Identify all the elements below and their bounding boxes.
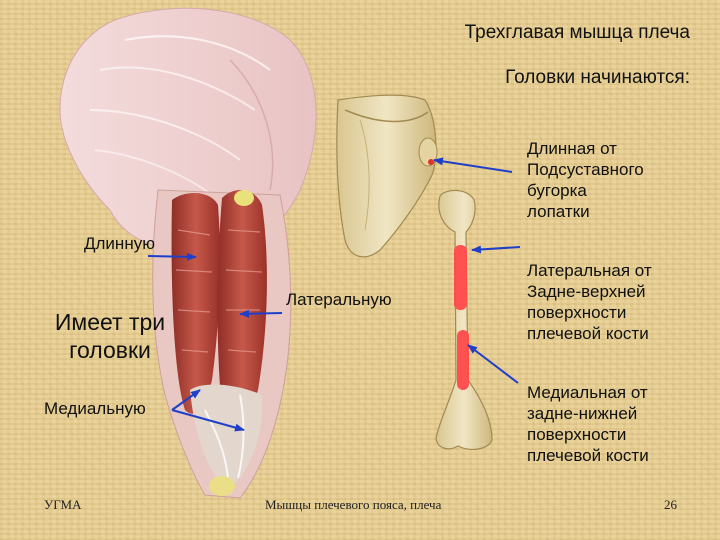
three-heads-label: Имеет три головки	[30, 308, 190, 364]
origin-line: плечевой кости	[527, 324, 649, 343]
origin-line: лопатки	[527, 202, 590, 221]
origin-line: Задне-верхней	[527, 282, 646, 301]
origin-line: поверхности	[527, 425, 627, 444]
origin-lateral-text: Латеральная от Задне-верхней поверхности…	[527, 260, 652, 344]
three-heads-line: Имеет три	[54, 309, 166, 335]
slide-title: Трехглавая мышца плеча	[464, 22, 690, 43]
footer-topic: Мышцы плечевого пояса, плеча	[265, 497, 442, 512]
origin-line: Подсуставного	[527, 160, 644, 179]
page-number: 26	[664, 497, 677, 512]
scapula	[336, 94, 438, 258]
origin-line: Длинная от	[527, 139, 617, 158]
head-lateral-label: Латеральную	[286, 290, 392, 309]
origin-line: Латеральная от	[527, 261, 652, 280]
arrows	[147, 157, 521, 432]
origin-medial-text: Медиальная от задне-нижней поверхности п…	[527, 382, 649, 466]
triceps-muscle	[171, 189, 267, 496]
origin-line: задне-нижней	[527, 404, 638, 423]
slide-subtitle: Головки начинаются:	[505, 67, 690, 88]
origin-line: поверхности	[527, 303, 627, 322]
head-medial-label: Медиальную	[44, 399, 146, 418]
origin-line: плечевой кости	[527, 446, 649, 465]
footer-org: УГМА	[44, 497, 82, 512]
head-long-label: Длинную	[84, 234, 155, 253]
humerus	[435, 189, 493, 450]
origin-long-text: Длинная от Подсуставного бугорка лопатки	[527, 138, 644, 222]
origin-line: бугорка	[527, 181, 587, 200]
origin-line: Медиальная от	[527, 383, 648, 402]
three-heads-line: головки	[69, 337, 151, 363]
